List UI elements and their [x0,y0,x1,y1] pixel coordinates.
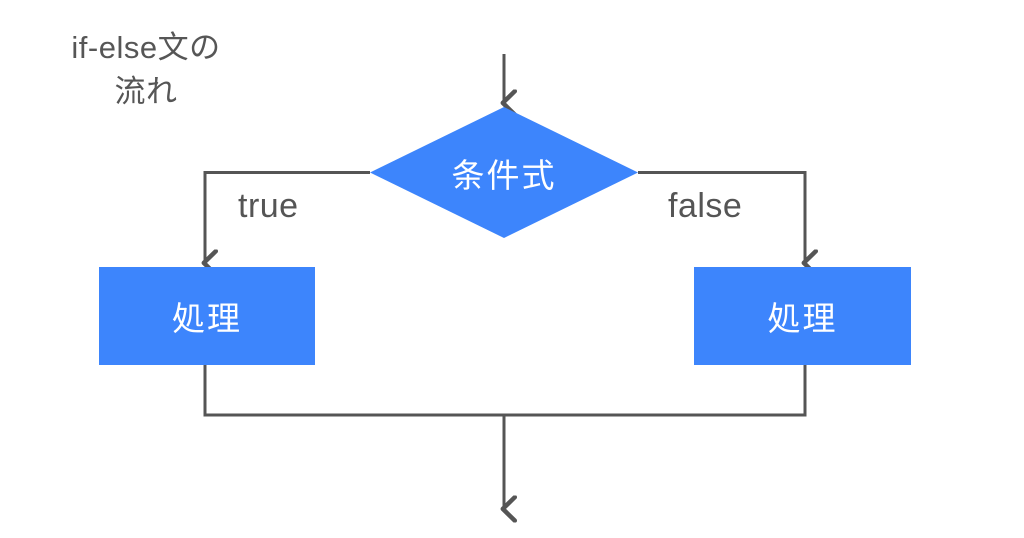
edge-false-branch [638,171,805,263]
process-true-node-shape [99,267,315,365]
diagram-title: if-else文の 流れ [71,30,221,109]
decision-node-shape [370,107,638,238]
edge-label-false: false [668,187,743,225]
edge-true-branch [205,171,370,263]
edge-merge-true [203,365,504,417]
edge-label-true: true [238,187,299,225]
process-false-node-shape [694,267,911,365]
edge-merge-false [504,365,807,417]
